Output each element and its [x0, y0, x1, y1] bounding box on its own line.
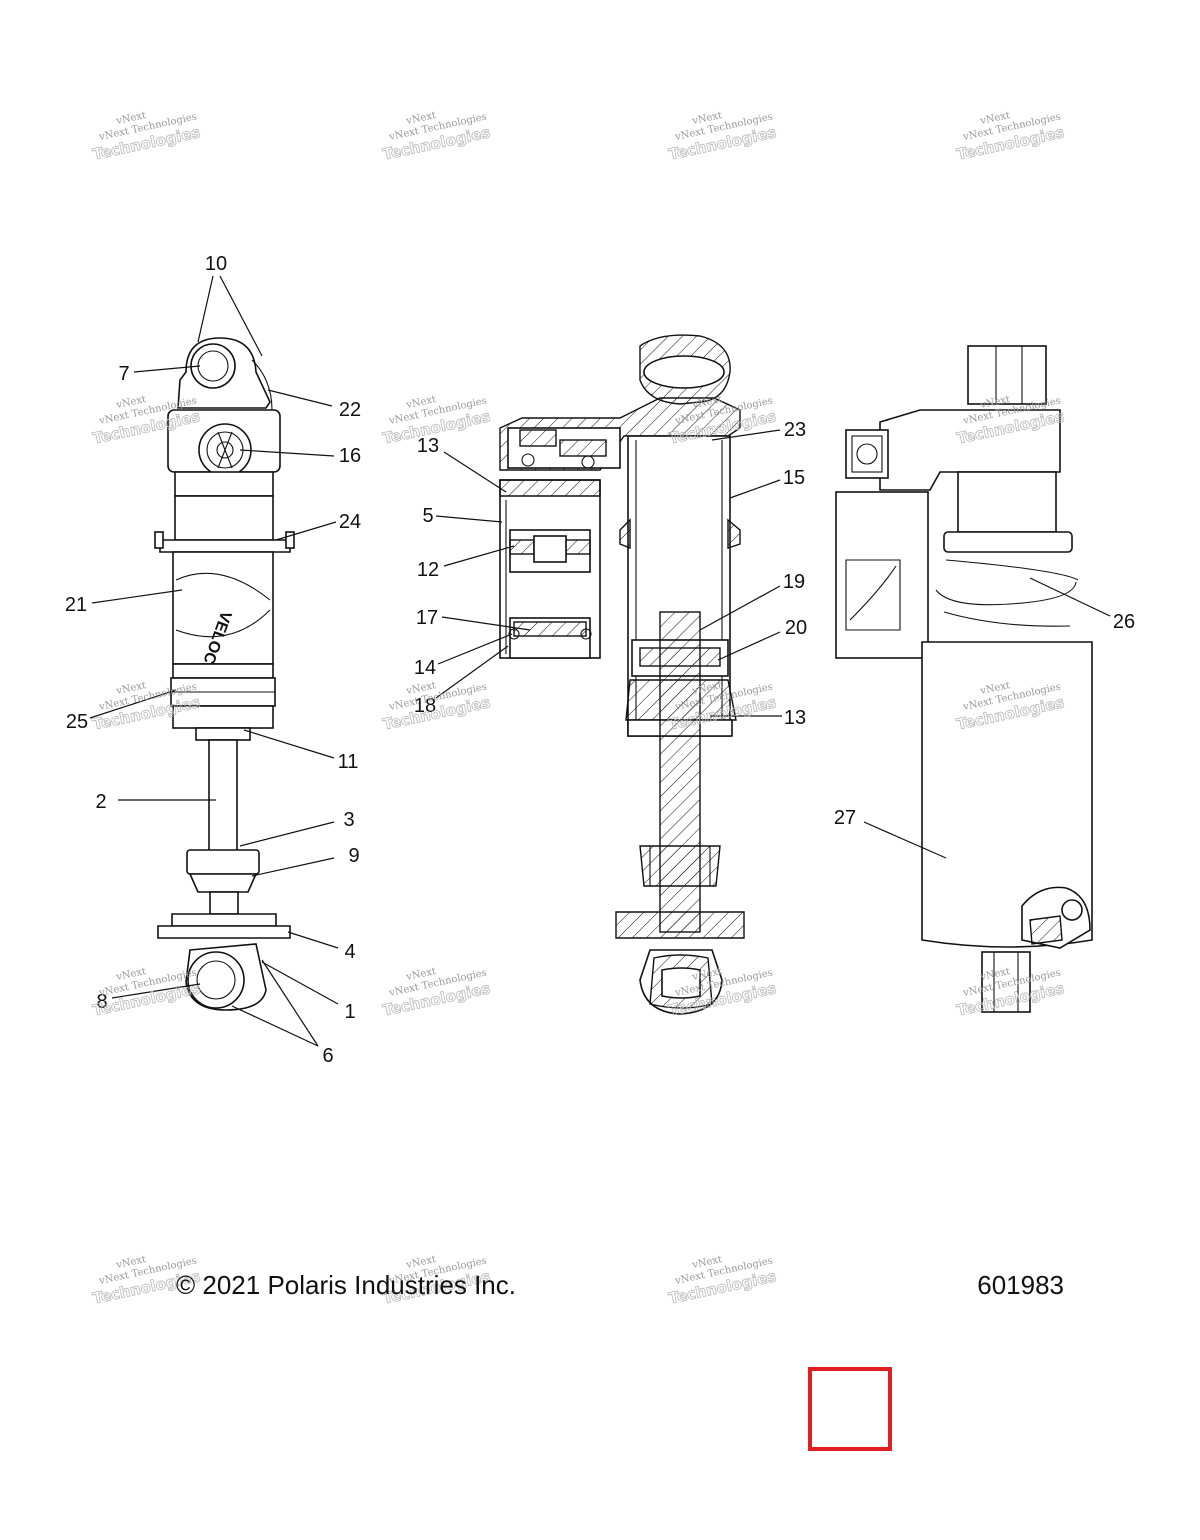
- watermark: vNext vNext Technologies Technologies: [381, 680, 493, 734]
- callout-13-upper: 13: [417, 435, 439, 457]
- callout-16: 16: [339, 445, 361, 467]
- callout-9: 9: [348, 845, 359, 867]
- callout-21: 21: [65, 594, 87, 616]
- watermark: vNext vNext Technologies Technologies: [381, 394, 493, 448]
- callout-labels: 10 7 22 16 24 21 25 11 2 3 9 4 1 8 6 13 …: [65, 253, 1135, 1067]
- left-shock-exterior: VELOCITY: [154, 337, 295, 1011]
- callout-25: 25: [66, 711, 88, 733]
- callout-20: 20: [785, 617, 807, 639]
- callout-14: 14: [414, 657, 436, 679]
- callout-17: 17: [416, 607, 438, 629]
- selection-box[interactable]: [808, 1367, 892, 1451]
- drawing-number: 601983: [977, 1270, 1064, 1300]
- callout-3: 3: [343, 809, 354, 831]
- callout-23: 23: [784, 419, 806, 441]
- callout-10: 10: [205, 253, 227, 275]
- copyright-text: © 2021 Polaris Industries Inc.: [176, 1270, 516, 1300]
- watermark: vNext vNext Technologies Technologies: [381, 110, 493, 164]
- right-shock-exterior: [835, 345, 1093, 1013]
- leader-lines: [89, 275, 1111, 1047]
- watermark: vNext vNext Technologies Technologies: [91, 110, 203, 164]
- callout-24: 24: [339, 511, 361, 533]
- callout-15: 15: [783, 467, 805, 489]
- callout-2: 2: [95, 791, 106, 813]
- center-shock-section: [499, 334, 745, 1015]
- callout-18: 18: [414, 695, 436, 717]
- callout-12: 12: [417, 559, 439, 581]
- callout-11: 11: [338, 751, 359, 773]
- callout-6: 6: [322, 1045, 333, 1067]
- callout-1: 1: [344, 1001, 355, 1023]
- callout-7: 7: [118, 363, 129, 385]
- watermark: vNext vNext Technologies Technologies: [381, 966, 493, 1020]
- callout-27: 27: [834, 807, 856, 829]
- callout-13-lower: 13: [784, 707, 806, 729]
- callout-19: 19: [783, 571, 805, 593]
- callout-5: 5: [422, 505, 433, 527]
- callout-8: 8: [96, 991, 107, 1013]
- watermark: vNext vNext Technologies Technologies: [667, 1254, 779, 1308]
- callout-22: 22: [339, 399, 361, 421]
- watermark: vNext vNext Technologies Technologies: [667, 110, 779, 164]
- callout-26: 26: [1113, 611, 1135, 633]
- callout-4: 4: [344, 941, 355, 963]
- watermark: vNext vNext Technologies Technologies: [91, 966, 203, 1020]
- watermark: vNext vNext Technologies Technologies: [955, 110, 1067, 164]
